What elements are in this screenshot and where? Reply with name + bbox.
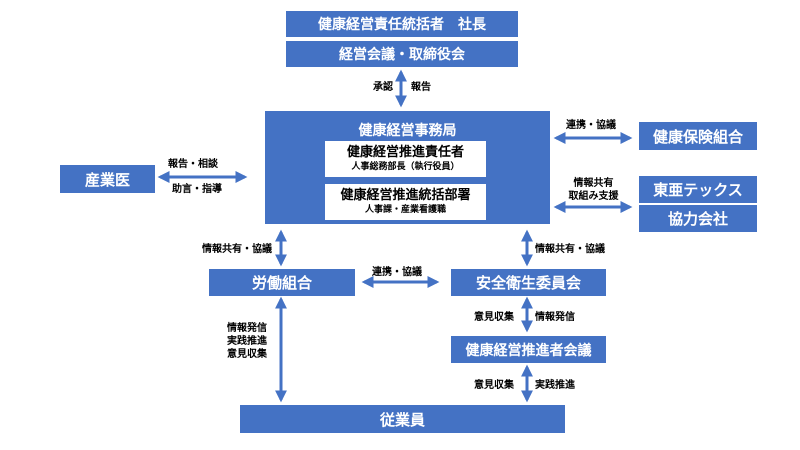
board-box: 経営会議・取締役会 bbox=[286, 41, 518, 67]
label-info-send: 情報発信 bbox=[535, 312, 575, 323]
toa-box: 東亜テックス bbox=[639, 176, 757, 203]
label-share-info-line1: 情報共有 bbox=[573, 178, 614, 189]
ceo-box: 健康経営責任統括者 社長 bbox=[286, 11, 518, 37]
label-info-send-line3: 意見収集 bbox=[227, 349, 267, 360]
insurance-label: 健康保険組合 bbox=[652, 127, 743, 146]
department-title: 健康経営推進統括部署 bbox=[340, 188, 471, 203]
employees-label: 従業員 bbox=[379, 410, 425, 429]
label-advice-guidance: 助言・指導 bbox=[172, 184, 222, 195]
label-approve: 承認 bbox=[373, 82, 393, 93]
ceo-label: 健康経営責任統括者 社長 bbox=[318, 17, 486, 33]
label-safety-share: 情報共有・協議 bbox=[535, 244, 605, 255]
label-practice: 実践推進 bbox=[535, 380, 575, 391]
safety-label: 安全衛生委員会 bbox=[475, 274, 581, 292]
promoter-subtitle: 人事総務部長（執行役員） bbox=[351, 162, 460, 172]
label-union-safety: 連携・協議 bbox=[372, 267, 422, 278]
department-subtitle: 人事課・産業看護職 bbox=[364, 205, 446, 215]
promoter-card: 健康経営推進責任者 人事総務部長（執行役員） bbox=[325, 141, 486, 177]
physician-box: 産業医 bbox=[60, 165, 155, 193]
board-label: 経営会議・取締役会 bbox=[339, 47, 465, 63]
label-report: 報告 bbox=[411, 82, 431, 93]
meeting-box: 健康経営推進者会議 bbox=[451, 336, 606, 363]
safety-box: 安全衛生委員会 bbox=[451, 269, 606, 296]
meeting-label: 健康経営推進者会議 bbox=[465, 342, 592, 359]
physician-label: 産業医 bbox=[84, 170, 130, 189]
office-title: 健康経営事務局 bbox=[358, 123, 457, 139]
partner-box: 協力会社 bbox=[639, 205, 757, 232]
label-share-info-line2: 取組み支援 bbox=[568, 191, 619, 202]
label-info-send-line1: 情報発信 bbox=[227, 323, 267, 334]
label-liaise-insurance: 連携・協議 bbox=[566, 120, 616, 131]
union-label: 労働組合 bbox=[251, 274, 312, 292]
label-info-send-line2: 実践推進 bbox=[227, 336, 267, 347]
insurance-box: 健康保険組合 bbox=[639, 122, 757, 150]
label-opinion-2: 意見収集 bbox=[474, 380, 514, 391]
toa-label: 東亜テックス bbox=[653, 181, 743, 199]
label-opinion-1: 意見収集 bbox=[474, 312, 514, 323]
label-info-send-block: 情報発信 実践推進 意見収集 bbox=[227, 322, 267, 361]
employees-box: 従業員 bbox=[240, 405, 565, 433]
label-share-info: 情報共有 取組み支援 bbox=[556, 177, 631, 203]
label-report-consult: 報告・相談 bbox=[168, 159, 218, 170]
label-union-share: 情報共有・協議 bbox=[202, 244, 272, 255]
department-card: 健康経営推進統括部署 人事課・産業看護職 bbox=[325, 184, 486, 220]
union-box: 労働組合 bbox=[209, 269, 355, 296]
promoter-title: 健康経営推進責任者 bbox=[346, 145, 464, 160]
partner-label: 協力会社 bbox=[667, 210, 728, 228]
